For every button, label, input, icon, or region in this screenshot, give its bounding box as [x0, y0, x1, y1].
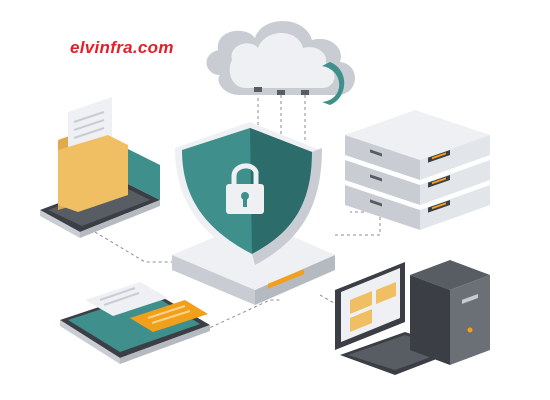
server-rack-icon: [345, 110, 490, 230]
desktop-computer-icon: [335, 260, 490, 375]
laptop-folder-icon: [40, 97, 160, 238]
tablet-document-icon: [60, 282, 210, 364]
shield-lock-icon: [175, 122, 322, 265]
cloud-icon: [206, 20, 355, 105]
brand-logo-text: elvinfra.com: [70, 38, 174, 57]
